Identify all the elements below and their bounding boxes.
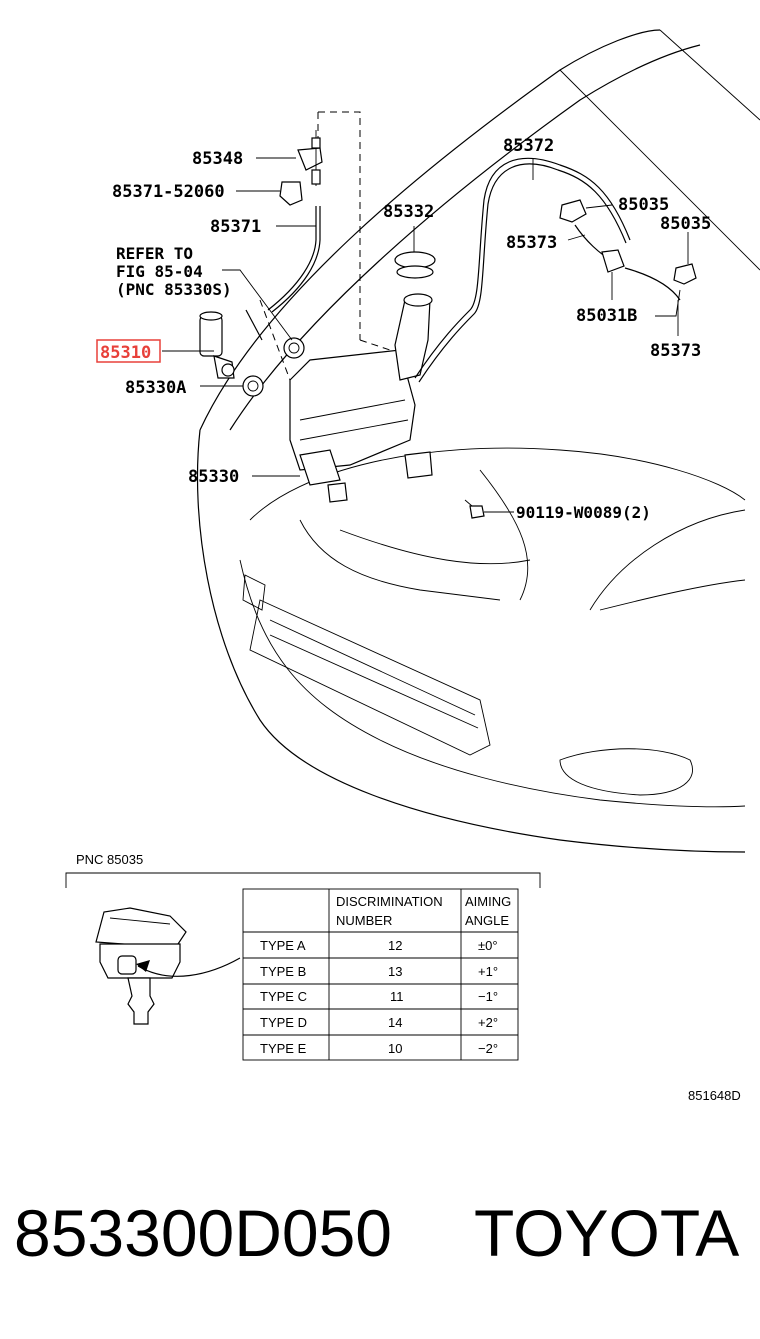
header-discrimination-l2: NUMBER [336, 913, 392, 928]
label-85371-52060: 85371-52060 [112, 182, 225, 202]
detail-section: PNC 85035 DISCRIMINATION NUMBER AIMING [66, 852, 540, 1060]
row-e-number: 10 [388, 1041, 402, 1056]
label-85372: 85372 [503, 136, 554, 156]
label-refer-line1: REFER TO [116, 244, 193, 263]
label-85035-a: 85035 [618, 195, 669, 215]
figure-code: 851648D [688, 1088, 741, 1103]
discrimination-table: DISCRIMINATION NUMBER AIMING ANGLE TYPE … [243, 889, 518, 1060]
label-85035-b: 85035 [660, 214, 711, 234]
label-85330A: 85330A [125, 378, 186, 398]
jet-nozzle-left [560, 200, 586, 222]
label-85373-a: 85373 [506, 233, 557, 253]
header-discrimination-l1: DISCRIMINATION [336, 894, 443, 909]
row-a-angle: ±0° [478, 938, 498, 953]
row-d-type: TYPE D [260, 1015, 307, 1030]
grommet-85330A [243, 376, 263, 396]
washer-hoses [246, 158, 680, 382]
label-85332: 85332 [383, 202, 434, 222]
clip-85371-52060 [280, 182, 302, 205]
pnc-label: PNC 85035 [76, 852, 143, 867]
row-a-type: TYPE A [260, 938, 306, 953]
cap-85332 [395, 252, 435, 278]
bolt-90119 [465, 500, 484, 518]
label-refer-line2: FIG 85-04 [116, 262, 203, 281]
label-85031B: 85031B [576, 306, 637, 326]
hose-joint-85031B [602, 250, 624, 272]
label-85310: 85310 [100, 343, 151, 363]
row-c-type: TYPE C [260, 989, 307, 1004]
row-b-type: TYPE B [260, 964, 306, 979]
label-85371: 85371 [210, 217, 261, 237]
footer: 853300D050 TOYOTA [14, 1196, 739, 1270]
jet-nozzle-right [674, 264, 696, 284]
nozzle-detail-drawing [96, 908, 240, 1024]
row-d-angle: +2° [478, 1015, 498, 1030]
row-a-number: 12 [388, 938, 402, 953]
label-85330: 85330 [188, 467, 239, 487]
grommet-refer [284, 338, 304, 358]
label-90119: 90119-W0089(2) [516, 503, 651, 522]
footer-part-number: 853300D050 [14, 1196, 392, 1270]
footer-brand: TOYOTA [474, 1196, 739, 1270]
row-b-angle: +1° [478, 964, 498, 979]
row-c-number: 11 [390, 989, 404, 1004]
header-aiming-l1: AIMING [465, 894, 511, 909]
row-d-number: 14 [388, 1015, 402, 1030]
rear-nozzle-85348 [298, 130, 322, 186]
row-c-angle: −1° [478, 989, 498, 1004]
detail-bracket [66, 873, 540, 888]
label-refer-line3: (PNC 85330S) [116, 280, 232, 299]
label-85348: 85348 [192, 149, 243, 169]
row-b-number: 13 [388, 964, 402, 979]
washer-pump [200, 312, 234, 378]
row-e-type: TYPE E [260, 1041, 307, 1056]
filler-neck [395, 294, 432, 380]
header-aiming-l2: ANGLE [465, 913, 509, 928]
row-e-angle: −2° [478, 1041, 498, 1056]
car-body-outline [198, 30, 760, 852]
label-85373-b: 85373 [650, 341, 701, 361]
